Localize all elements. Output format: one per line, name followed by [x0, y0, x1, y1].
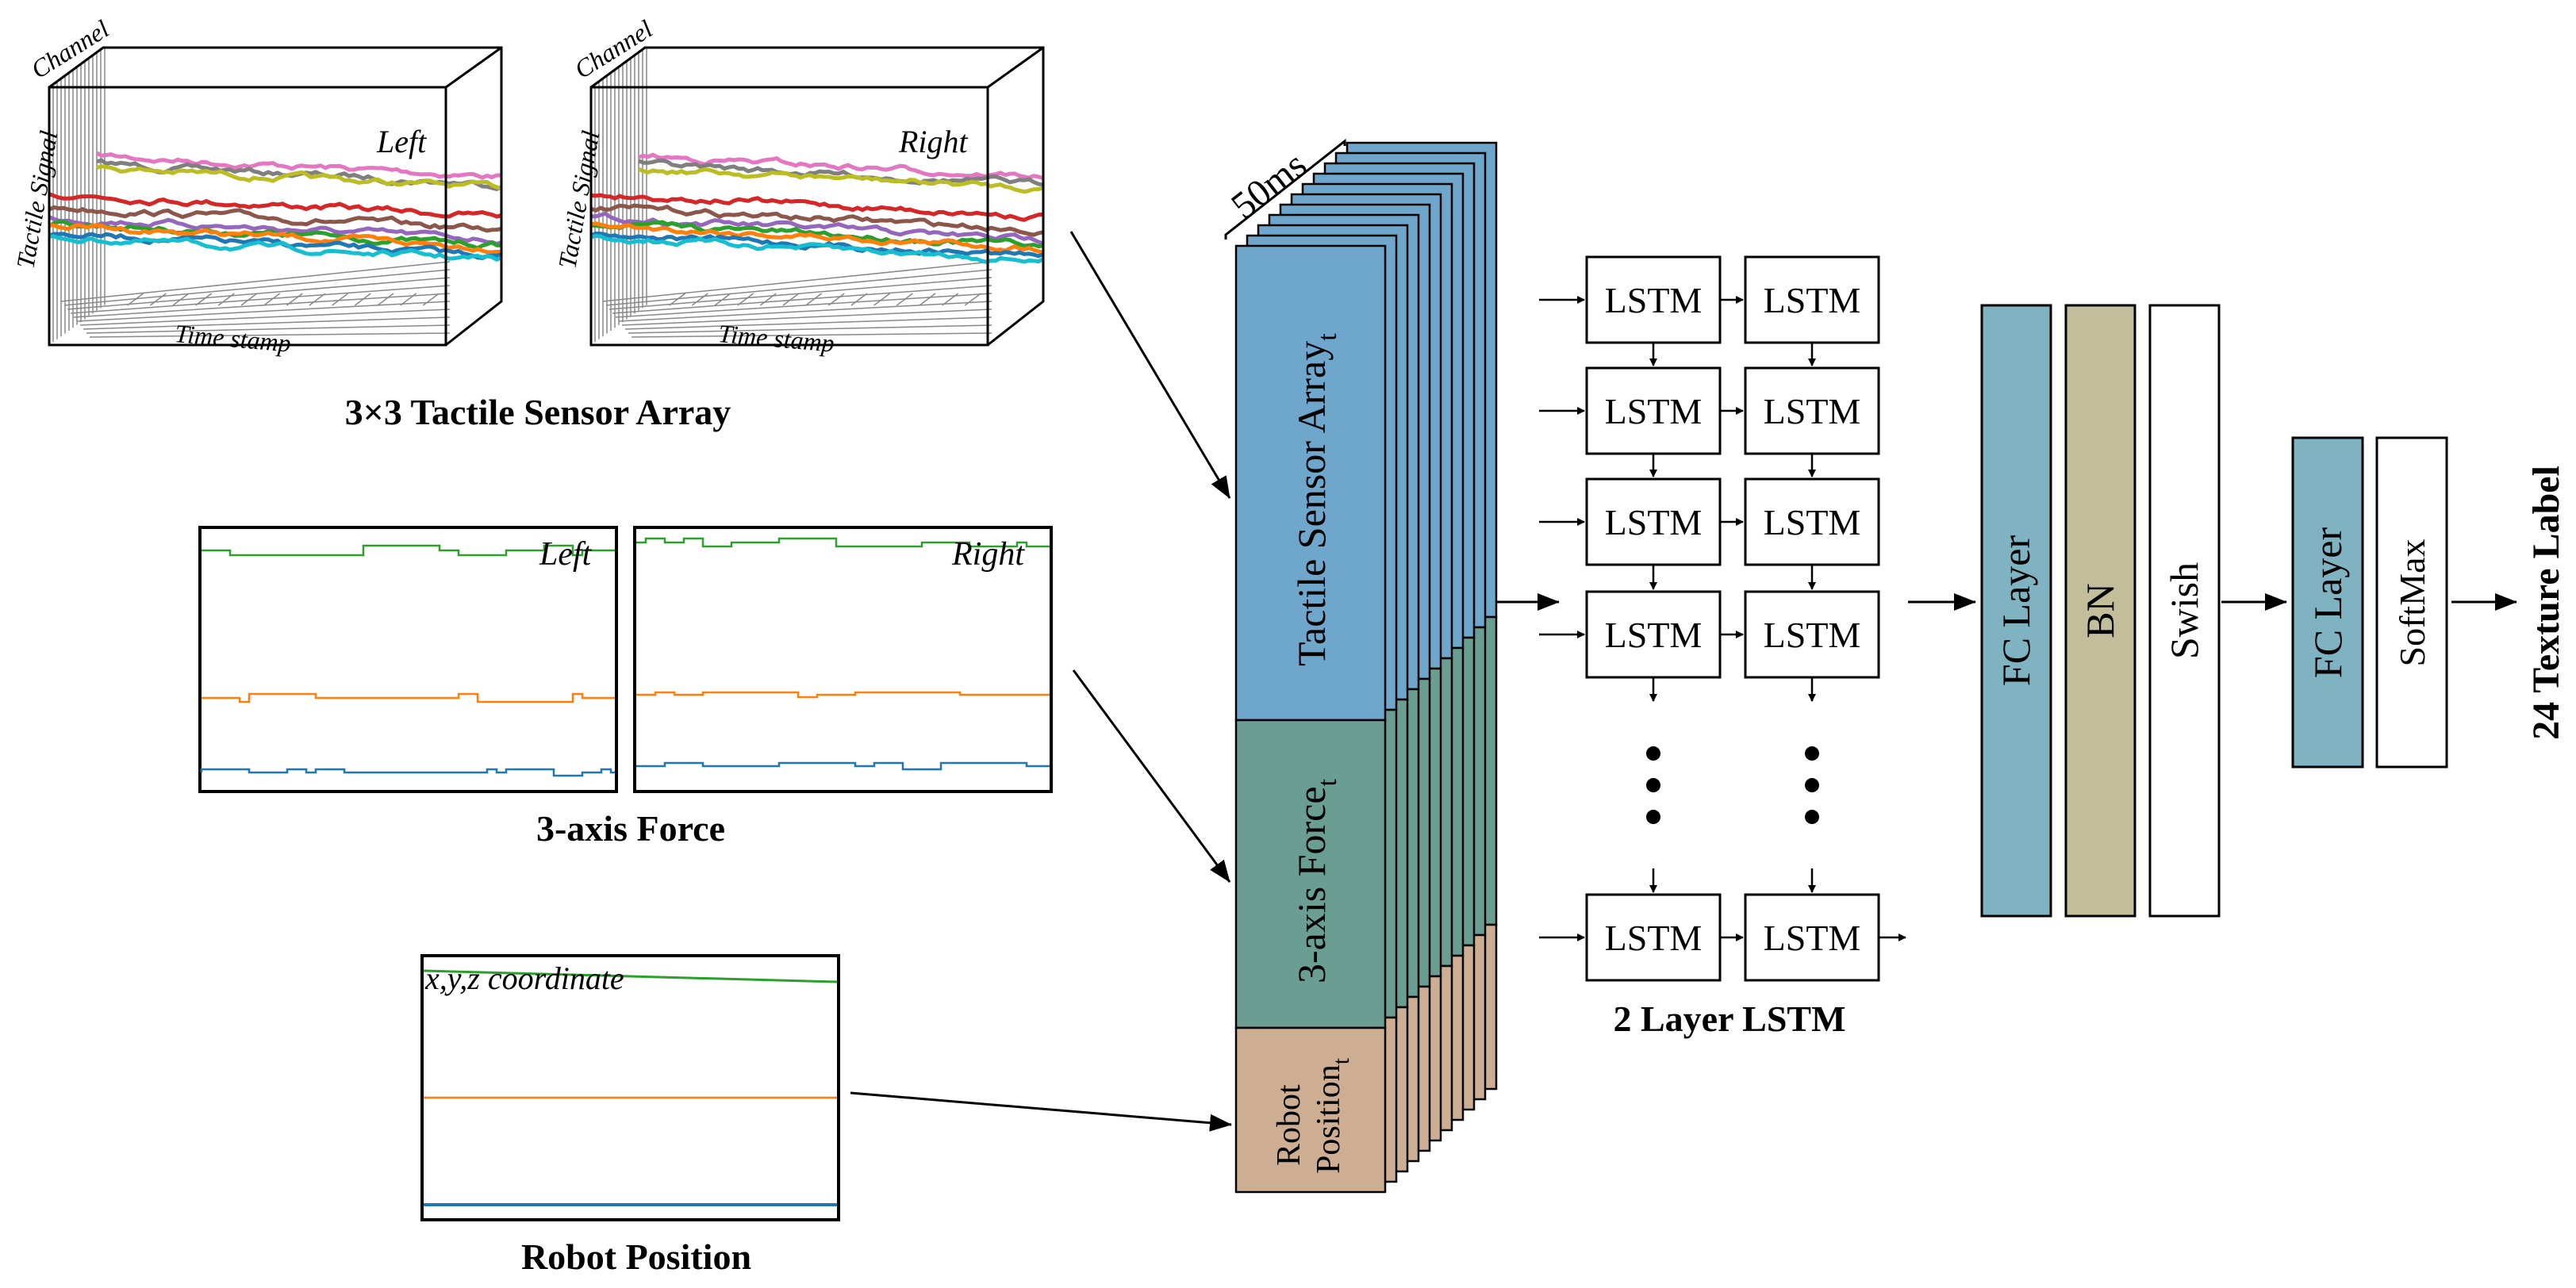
tactile-left-signal-axis: Tactile Signal [10, 128, 63, 270]
lstm-cell [1744, 893, 1880, 982]
tactile-left-signals [48, 151, 503, 263]
fc-layer-1 [1980, 304, 2052, 918]
force-right-green-series [636, 537, 1050, 548]
position-caption: Robot Position [521, 1236, 751, 1277]
lstm-caption: 2 Layer LSTM [1613, 999, 1845, 1039]
tactile-block [1234, 244, 1387, 722]
force-left-blue-series [200, 768, 615, 777]
softmax-layer [2375, 436, 2448, 769]
tactile-left-grid [52, 47, 451, 343]
tactile-right-grid [594, 47, 992, 343]
ellipsis-dot [1646, 746, 1660, 761]
bn-label: BN [2078, 583, 2122, 638]
force-block-label: 3-axis Forcet [1289, 778, 1342, 983]
lstm-cell-label: LSTM [1764, 615, 1861, 655]
tactile-left-label: Left [376, 124, 427, 159]
robot-block-label-line1: Robot [1271, 1084, 1307, 1166]
lstm-cell-label: LSTM [1605, 918, 1703, 958]
fc-layer-2-label: FC Layer [2305, 527, 2350, 679]
tactile-right-signals [590, 152, 1045, 264]
tactile-left-time-axis: Time stamp [174, 319, 292, 358]
lstm-cell-label: LSTM [1764, 918, 1861, 958]
robot-block-label-line2: Positiont [1311, 1057, 1354, 1174]
bn-layer [2064, 304, 2136, 918]
tactile-right-label: Right [898, 124, 969, 159]
position-green-series [423, 969, 838, 983]
force-plot-left: Left [198, 526, 618, 793]
lstm-cell [1744, 255, 1880, 344]
ellipsis-dot [1646, 810, 1660, 824]
force-right-label: Right [951, 536, 1025, 573]
lstm-cell [1744, 477, 1880, 566]
feature-stack-front [1234, 244, 1387, 1194]
lstm-cell [1585, 255, 1722, 344]
force-left-orange-series [202, 692, 615, 703]
lstm-cell [1744, 366, 1880, 455]
force-right-blue-series [636, 761, 1050, 771]
ellipsis-dot [1646, 778, 1660, 792]
tactile-plot-left: Left Channel Tactile Signal Time stamp [10, 14, 503, 358]
force-plot-right: Right [633, 526, 1053, 793]
ellipsis-dot [1805, 810, 1819, 824]
lstm-cell-label: LSTM [1605, 615, 1703, 655]
robot-block [1234, 1026, 1387, 1194]
force-left-label: Left [539, 536, 593, 573]
tactile-left-box [48, 46, 503, 347]
window-bracket [1224, 138, 1346, 240]
tactile-right-time-axis: Time stamp [717, 319, 835, 358]
swish-layer [2148, 304, 2221, 918]
tactile-plot-right: Right Channel Tactile Signal Time stamp [552, 14, 1045, 358]
lstm-cell-label: LSTM [1605, 280, 1703, 320]
lstm-cell-label: LSTM [1764, 280, 1861, 320]
lstm-cell-label: LSTM [1764, 502, 1861, 542]
input-arrows [850, 231, 1560, 1132]
fc-layer-2 [2291, 436, 2364, 769]
ellipsis-dot [1805, 778, 1819, 792]
softmax-label: SoftMax [2392, 539, 2432, 667]
tactile-right-box [589, 46, 1045, 347]
position-inner-label: x,y,z coordinate [424, 960, 624, 996]
tactile-right-signal-axis: Tactile Signal [552, 128, 605, 270]
force-right-orange-series [636, 691, 1050, 699]
ellipsis-dot [1805, 746, 1819, 761]
lstm-cell-label: LSTM [1764, 391, 1861, 431]
force-left-green-series [202, 544, 615, 557]
force-block [1234, 719, 1387, 1029]
force-caption: 3-axis Force [536, 808, 725, 849]
tactile-caption: 3×3 Tactile Sensor Array [345, 392, 731, 432]
lstm-cell-label: LSTM [1605, 502, 1703, 542]
robot-position-plot: x,y,z coordinate [420, 954, 840, 1221]
output-label: 24 Texture Label [2525, 466, 2567, 740]
lstm-cell-label: LSTM [1605, 391, 1703, 431]
swish-label: Swish [2162, 562, 2206, 659]
tactile-block-label: Tactile Sensor Arrayt [1289, 333, 1342, 666]
lstm-cell [1585, 477, 1722, 566]
lstm-grid: LSTM LSTM LSTM LSTM LSTM LSTM LSTM LSTM LSTM LSTM [1539, 255, 1906, 982]
fc-layer-1-label: FC Layer [1994, 535, 2038, 687]
